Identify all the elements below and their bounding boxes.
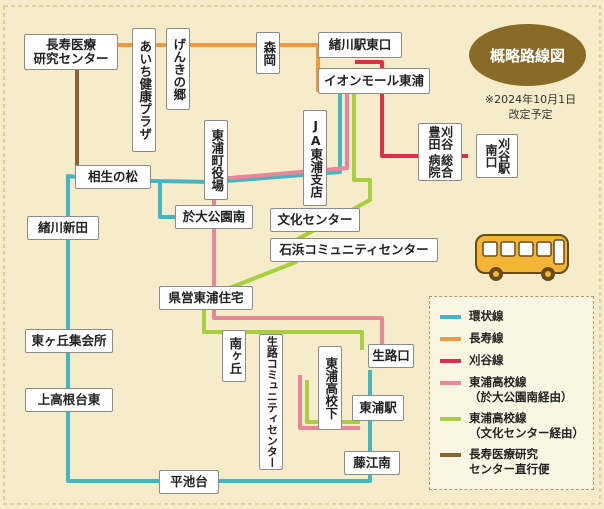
legend-label: 長寿線 <box>469 331 504 345</box>
station-aeon-mall[interactable]: イオンモール東浦 <box>318 68 430 94</box>
chouju-direct-line <box>66 70 128 228</box>
station-odai-koen-minami[interactable]: 於大公園南 <box>175 205 253 229</box>
station-morioka[interactable]: 森岡 <box>256 32 280 74</box>
station-bunka-center[interactable]: 文化センター <box>270 208 360 232</box>
map-title: 概略路線図 <box>469 24 586 86</box>
legend: 環状線 長寿線 刈谷線 東浦高校線 （於大公園南経由） 東浦高校線 （文化センタ… <box>429 296 594 490</box>
legend-item-kariya: 刈谷線 <box>440 353 504 368</box>
station-aichi-kenko-plaza[interactable]: あいち健康プラザ <box>132 28 156 152</box>
legend-label: 環状線 <box>469 309 504 323</box>
legend-item-chouju: 長寿線 <box>440 331 504 346</box>
station-fujie-minami[interactable]: 藤江南 <box>344 451 400 475</box>
legend-item-koko-bunka: 東浦高校線 （文化センター経由） <box>440 411 584 441</box>
map-border <box>3 5 601 505</box>
station-hiraikedai[interactable]: 平池台 <box>159 470 219 494</box>
legend-swatch <box>440 315 461 319</box>
legend-swatch <box>440 417 461 421</box>
station-higashigaoka-shukaijo[interactable]: 東ヶ丘集会所 <box>25 329 113 353</box>
legend-swatch <box>440 359 461 363</box>
station-ogawa-shinden[interactable]: 緒川新田 <box>27 216 99 240</box>
station-ogawa-eki-higashiguchi[interactable]: 緒川駅東口 <box>318 32 402 58</box>
station-ojiro-community[interactable]: 生路コミュニティセンター <box>259 334 283 470</box>
sogo-byoin-label: 総合病院 <box>427 154 454 178</box>
legend-swatch <box>440 337 461 341</box>
station-higashiura-yakuba[interactable]: 東浦町役場 <box>204 120 228 200</box>
station-kariya-sogo-byoin[interactable]: 刈谷豊田総合病院 <box>418 123 462 181</box>
station-ja-higashiura[interactable]: JA東浦支店 <box>303 110 327 206</box>
legend-item-koko-odai: 東浦高校線 （於大公園南経由） <box>440 375 573 405</box>
revision-note: ※2024年10月1日 改定予定 <box>484 93 577 121</box>
bus-icon <box>475 234 569 281</box>
legend-label: 東浦高校線 （於大公園南経由） <box>469 375 573 404</box>
station-ojiroguchi[interactable]: 生路口 <box>368 344 414 368</box>
legend-swatch <box>440 453 461 457</box>
station-chouju-iryo[interactable]: 長寿医療 研究センター <box>24 34 118 70</box>
station-higashiura-koko-shita[interactable]: 東浦高校下 <box>318 346 342 430</box>
station-minamigaoka[interactable]: 南ヶ丘 <box>222 330 246 382</box>
station-higashiura-eki[interactable]: 東浦駅 <box>352 395 404 421</box>
station-kenei-jutaku[interactable]: 県営東浦住宅 <box>159 286 253 310</box>
station-genki-no-sato[interactable]: げんきの郷 <box>166 28 190 110</box>
station-aioi-no-matsu[interactable]: 相生の松 <box>75 165 151 189</box>
legend-label: 刈谷線 <box>469 353 504 367</box>
legend-label: 長寿医療研究 センター直行便 <box>469 447 550 476</box>
legend-swatch <box>440 381 461 385</box>
legend-item-chouju-direct: 長寿医療研究 センター直行便 <box>440 447 550 477</box>
legend-item-kanjo: 環状線 <box>440 309 504 324</box>
station-ishihama-community[interactable]: 石浜コミュニティセンター <box>270 238 438 262</box>
legend-label: 東浦高校線 （文化センター経由） <box>469 411 584 440</box>
station-kariya-eki-minamiguchi[interactable]: 刈谷駅 南口 <box>476 134 518 178</box>
kariya-toyota-label: 刈谷豊田 <box>427 126 454 150</box>
station-kamitakane-higashi[interactable]: 上高根台東 <box>25 388 113 412</box>
